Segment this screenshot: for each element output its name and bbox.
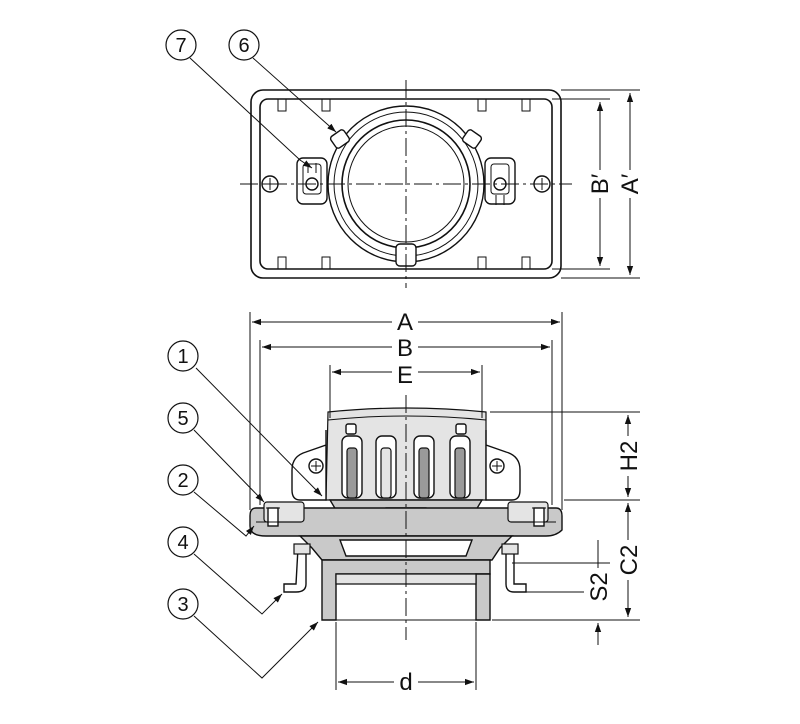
callout-6-leader	[252, 57, 337, 133]
callout-3-circle	[167, 588, 199, 620]
callout-3-label: 3	[177, 594, 188, 616]
plan-lug-left-slot	[302, 163, 322, 195]
callout-2-circle	[167, 464, 199, 496]
clamp-hook-right	[505, 547, 527, 593]
callout-3-leader	[193, 615, 319, 679]
callout-7-circle	[165, 29, 197, 61]
callout-5-circle	[167, 402, 199, 434]
callout-6-label: 6	[238, 35, 249, 57]
callout-6-circle	[228, 29, 260, 61]
dim-a-prime-label: A′	[617, 173, 644, 194]
callout-4-label: 4	[177, 532, 188, 554]
dim-a-label: A	[397, 309, 413, 336]
callout-5-label: 5	[177, 408, 188, 430]
section-view: A B E H2 C2 S2 d	[249, 308, 643, 696]
callouts: 7 6 1 5 2 4 3	[165, 29, 337, 679]
clamp-hook-left	[283, 547, 307, 593]
callout-7-leader	[189, 57, 313, 169]
callout-7-label: 7	[175, 35, 186, 57]
dim-h2-label: H2	[616, 441, 643, 472]
grate-slots	[341, 423, 471, 499]
plan-tab-upper-right	[461, 129, 483, 149]
plan-tab-upper-left	[329, 129, 351, 149]
callout-4-circle	[167, 526, 199, 558]
clamp-head-right	[501, 543, 519, 555]
plan-view: A′ B′	[240, 80, 644, 288]
dim-e-label: E	[397, 362, 413, 389]
callout-2-leader	[193, 491, 255, 537]
callout-4-leader	[193, 553, 283, 615]
callout-5-leader	[193, 429, 265, 503]
callout-1-leader	[195, 367, 323, 497]
callout-1-circle	[167, 340, 199, 372]
dim-c2-label: C2	[616, 545, 643, 576]
callout-2-label: 2	[177, 470, 188, 492]
callout-1-label: 1	[177, 346, 188, 368]
dim-b-prime-label: B′	[587, 173, 614, 194]
dim-s2-label: S2	[586, 572, 613, 601]
clamp-head-left	[293, 543, 311, 555]
dim-d-label: d	[399, 669, 412, 696]
plan-notches	[277, 99, 531, 269]
flange-bolt-left	[267, 507, 279, 527]
socket-body-right	[475, 573, 491, 621]
flange-bolt-right	[533, 507, 545, 527]
dim-b-label: B	[397, 335, 413, 362]
plan-lug-right-slot	[490, 163, 510, 195]
